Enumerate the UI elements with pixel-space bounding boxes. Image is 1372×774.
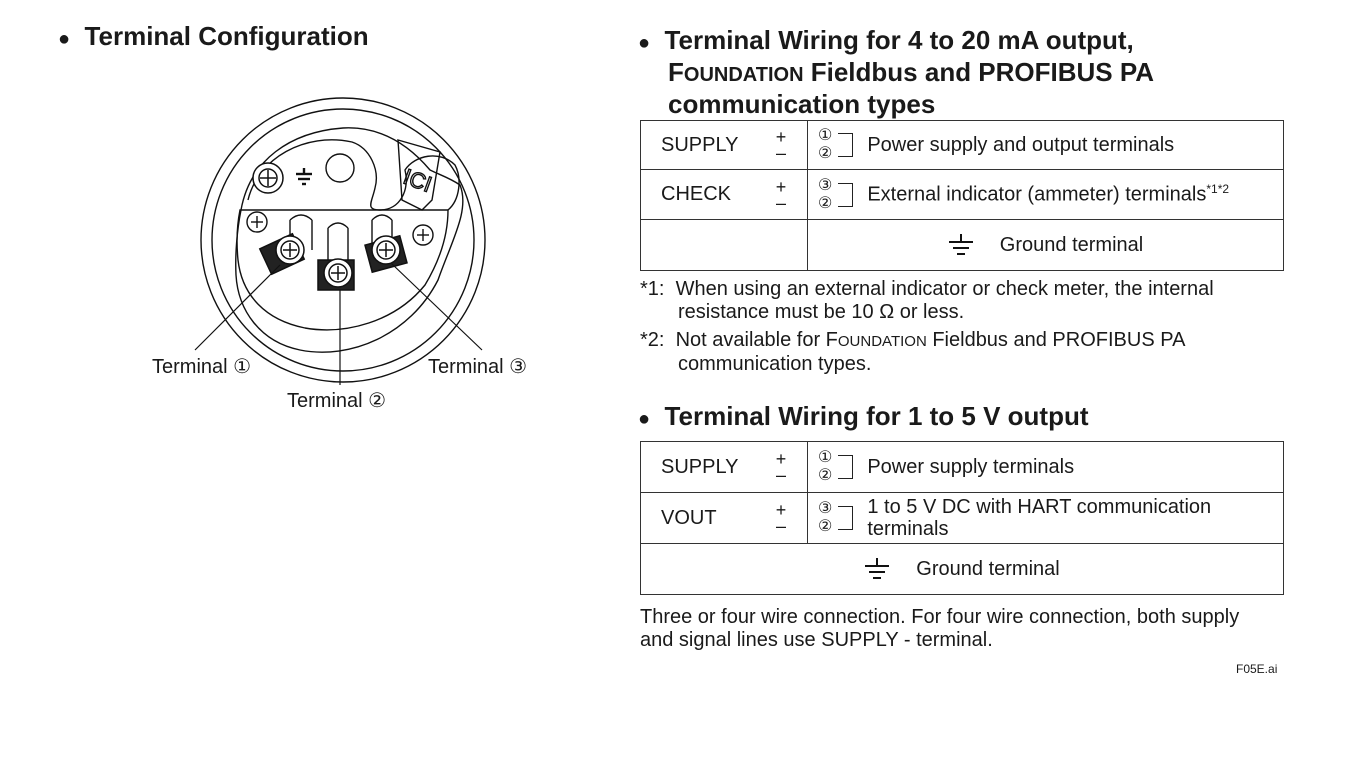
heading-4-20ma-wiring: ● Terminal Wiring for 4 to 20 mA output,… bbox=[638, 26, 1154, 119]
ground-symbol-icon bbox=[948, 234, 973, 255]
terminal-1-label: Terminal ① bbox=[152, 356, 252, 378]
hole-circle bbox=[325, 153, 355, 183]
file-label: F05E.ai bbox=[1236, 662, 1278, 676]
table-row: Ground terminal bbox=[640, 543, 1284, 595]
footnote-2: *2: Not available for FOUNDATION Fieldbu… bbox=[640, 329, 1186, 375]
ground-symbol-icon bbox=[296, 168, 312, 186]
wiring-footer-note: Three or four wire connection. For four … bbox=[640, 606, 1240, 651]
terminal-description: Power supply terminals bbox=[867, 455, 1075, 478]
bullet-icon: ● bbox=[58, 28, 71, 50]
bracket-icon bbox=[838, 133, 854, 157]
heading-text: Terminal Wiring for 1 to 5 V output bbox=[664, 401, 1089, 431]
bracket-icon bbox=[838, 182, 854, 207]
heading-1-5v-wiring: ● Terminal Wiring for 1 to 5 V output bbox=[638, 402, 1089, 434]
signal-name: SUPPLY bbox=[661, 455, 739, 478]
heading-line-3: communication types bbox=[668, 89, 936, 119]
ground-symbol-icon bbox=[865, 558, 890, 579]
footnote-1: *1: When using an external indicator or … bbox=[640, 278, 1214, 323]
bracket-icon bbox=[838, 506, 854, 530]
heading-line-2: FOUNDATION Fieldbus and PROFIBUS PA bbox=[668, 57, 1155, 87]
housing-inner-circle bbox=[211, 108, 475, 372]
ground-terminal-label: Ground terminal bbox=[916, 557, 1060, 580]
heading-text: Terminal Configuration bbox=[84, 21, 369, 51]
polarity: +– bbox=[775, 500, 787, 536]
ground-terminal-label: Ground terminal bbox=[999, 233, 1144, 256]
leader-line-terminal-3 bbox=[391, 263, 483, 351]
terminal-2-label: Terminal ② bbox=[287, 390, 387, 412]
terminal-3-label: Terminal ③ bbox=[428, 356, 528, 378]
bullet-icon: ● bbox=[638, 408, 651, 430]
polarity: +– bbox=[775, 176, 787, 213]
slot-middle bbox=[327, 222, 349, 260]
polarity: +– bbox=[775, 127, 787, 163]
table-row: Ground terminal bbox=[640, 219, 1284, 271]
housing-outer-circle bbox=[200, 97, 486, 383]
label-plate bbox=[397, 139, 441, 211]
bracket-icon bbox=[838, 455, 854, 479]
heading-line-1: Terminal Wiring for 4 to 20 mA output, bbox=[664, 25, 1134, 55]
terminal-base bbox=[236, 209, 449, 331]
terminal-block-diagram: ICI bbox=[194, 97, 486, 385]
polarity: +– bbox=[775, 449, 787, 485]
terminal-description: Power supply and output terminals bbox=[867, 133, 1175, 156]
leader-line-terminal-1 bbox=[194, 264, 281, 351]
terminal-configuration-heading: ● Terminal Configuration bbox=[58, 22, 369, 54]
signal-name: VOUT bbox=[661, 506, 717, 529]
terminal-description: External indicator (ammeter) terminals*1… bbox=[867, 182, 1230, 206]
bullet-icon: ● bbox=[638, 32, 651, 54]
signal-name: SUPPLY bbox=[661, 133, 739, 156]
signal-name: CHECK bbox=[661, 183, 732, 205]
